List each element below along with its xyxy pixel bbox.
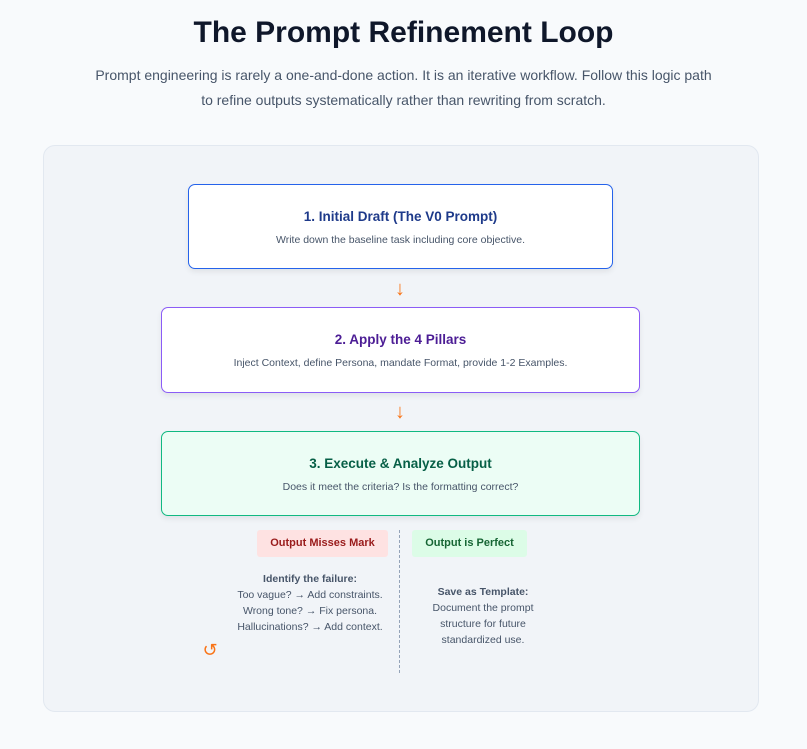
step-desc: Inject Context, define Persona, mandate … <box>233 357 568 369</box>
arrow-down-icon: ↓ <box>395 278 405 300</box>
miss-line: Wrong tone? → Fix persona. <box>242 605 378 617</box>
perfect-heading: Save as Template: <box>437 586 529 598</box>
loop-back-icon: ↺ <box>202 640 218 660</box>
step-title: 3. Execute & Analyze Output <box>309 456 492 471</box>
badge-output-misses: Output Misses Mark <box>257 530 388 557</box>
badge-output-perfect: Output is Perfect <box>412 530 527 557</box>
miss-line: Too vague? → Add constraints. <box>237 589 383 601</box>
page-subtitle: Prompt engineering is rarely a one-and-d… <box>95 67 712 108</box>
step-title: 1. Initial Draft (The V0 Prompt) <box>303 209 498 224</box>
step-desc: Write down the baseline task including c… <box>275 234 526 246</box>
branch-divider <box>399 530 400 673</box>
step-desc: Does it meet the criteria? Is the format… <box>282 481 519 493</box>
perfect-instructions: Save as Template: Document the prompt st… <box>418 584 548 648</box>
perfect-body: Document the prompt structure for future… <box>432 602 534 646</box>
miss-line: Hallucinations? → Add context. <box>237 621 383 633</box>
step-initial-draft: 1. Initial Draft (The V0 Prompt) Write d… <box>188 184 613 269</box>
step-apply-pillars: 2. Apply the 4 Pillars Inject Context, d… <box>161 307 640 393</box>
step-execute-analyze: 3. Execute & Analyze Output Does it meet… <box>161 431 640 516</box>
page-title: The Prompt Refinement Loop <box>193 16 614 49</box>
miss-heading: Identify the failure: <box>263 573 357 585</box>
step-title: 2. Apply the 4 Pillars <box>334 332 467 347</box>
arrow-down-icon: ↓ <box>395 401 405 423</box>
miss-instructions: Identify the failure: Too vague? → Add c… <box>222 571 398 635</box>
